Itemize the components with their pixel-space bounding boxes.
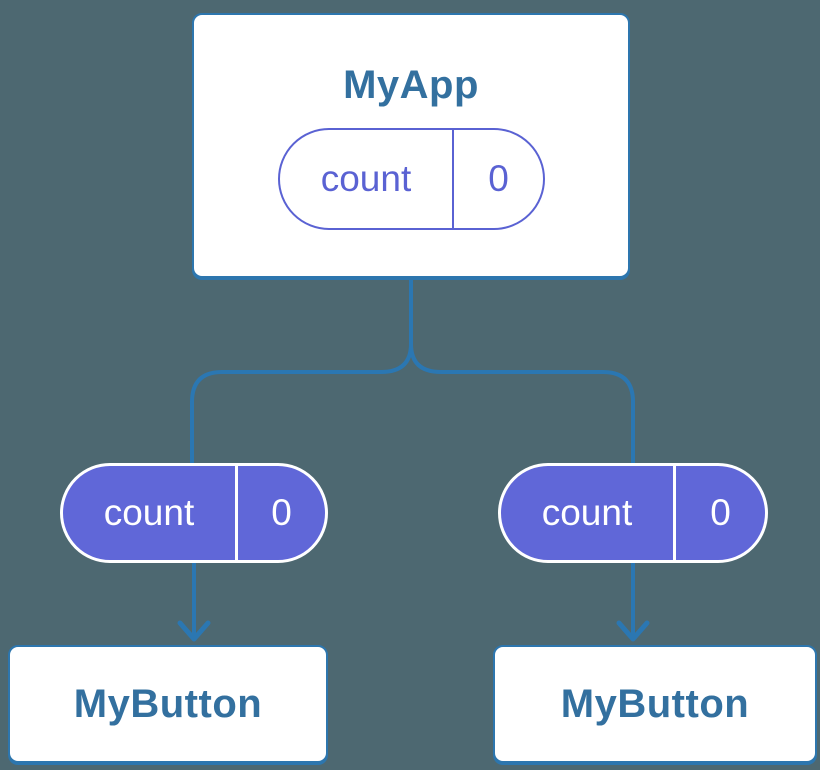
state-value-label: 0 (488, 158, 509, 199)
state-name-label: count (280, 130, 454, 228)
node-mybutton-right-title: MyButton (560, 681, 750, 726)
branch-right-line (409, 343, 635, 463)
arrow-right-head-icon (616, 620, 650, 642)
props-name-label: count (63, 466, 238, 560)
branch-left-line (190, 343, 413, 463)
node-myapp: MyApp count 0 (192, 13, 630, 278)
node-mybutton-right: MyButton (493, 645, 817, 763)
node-mybutton-left-title: MyButton (73, 681, 263, 726)
arrow-right (616, 563, 650, 642)
props-pill-left: count 0 (60, 463, 328, 563)
arrow-left (177, 563, 211, 642)
node-myapp-title: MyApp (343, 63, 479, 107)
node-mybutton-left: MyButton (8, 645, 328, 763)
props-value-label: 0 (710, 492, 731, 533)
state-pill-myapp: count 0 (278, 128, 545, 230)
props-pill-right: count 0 (498, 463, 768, 563)
props-value-label: 0 (271, 492, 292, 533)
props-name-label: count (501, 466, 676, 560)
arrow-left-head-icon (177, 620, 211, 642)
